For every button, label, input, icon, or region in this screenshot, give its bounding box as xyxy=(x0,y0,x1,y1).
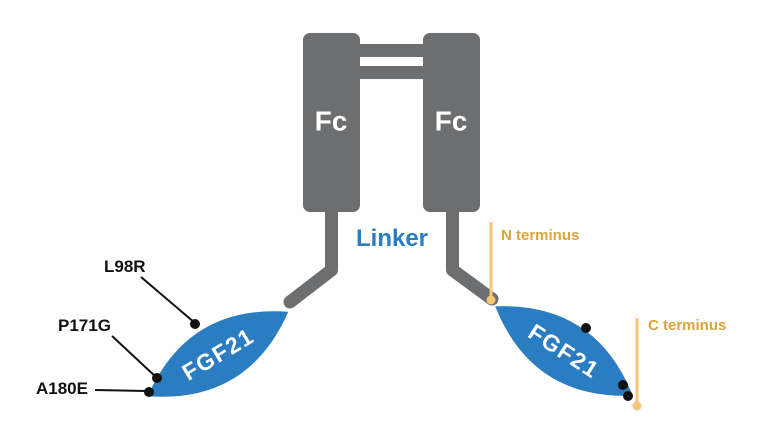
mutation-dot-a180e xyxy=(144,387,154,397)
n-terminus-label: N terminus xyxy=(501,227,579,244)
mutation-line-l98r xyxy=(140,276,196,324)
fc-domain-left xyxy=(303,33,360,212)
fc-left-label: Fc xyxy=(315,106,348,137)
n-terminus-dot xyxy=(486,295,496,305)
fgf21-right-shape xyxy=(495,306,633,396)
hinge-bar-bottom xyxy=(356,66,427,79)
linker-stem-right xyxy=(446,211,459,269)
fgf21-left-shape xyxy=(147,311,289,397)
mutation-label-l98r: L98R xyxy=(104,257,146,276)
mutation-dot-right-1 xyxy=(581,323,591,333)
linker-label: Linker xyxy=(356,225,428,252)
mutation-line-a180e xyxy=(94,389,147,392)
mutation-dot-right-3 xyxy=(623,391,633,401)
fgf21-right: FGF21 xyxy=(495,306,633,396)
linker-stem-left xyxy=(325,211,338,269)
fc-right-label: Fc xyxy=(435,106,468,137)
c-terminus-dot xyxy=(632,401,642,411)
mutation-label-a180e: A180E xyxy=(36,379,88,398)
mutation-dot-p171g xyxy=(152,373,162,383)
fc-domain-right xyxy=(423,33,480,212)
linker-arm-left xyxy=(283,255,338,309)
hinge-bar-top xyxy=(356,44,427,57)
mutation-dot-right-2 xyxy=(618,380,628,390)
mutation-label-p171g: P171G xyxy=(58,316,111,335)
mutation-line-p171g xyxy=(111,335,157,378)
mutation-dot-l98r xyxy=(190,319,200,329)
fgf21-left: FGF21 xyxy=(147,311,289,397)
c-terminus-label: C terminus xyxy=(648,317,726,334)
linker-arm-right xyxy=(446,255,499,306)
